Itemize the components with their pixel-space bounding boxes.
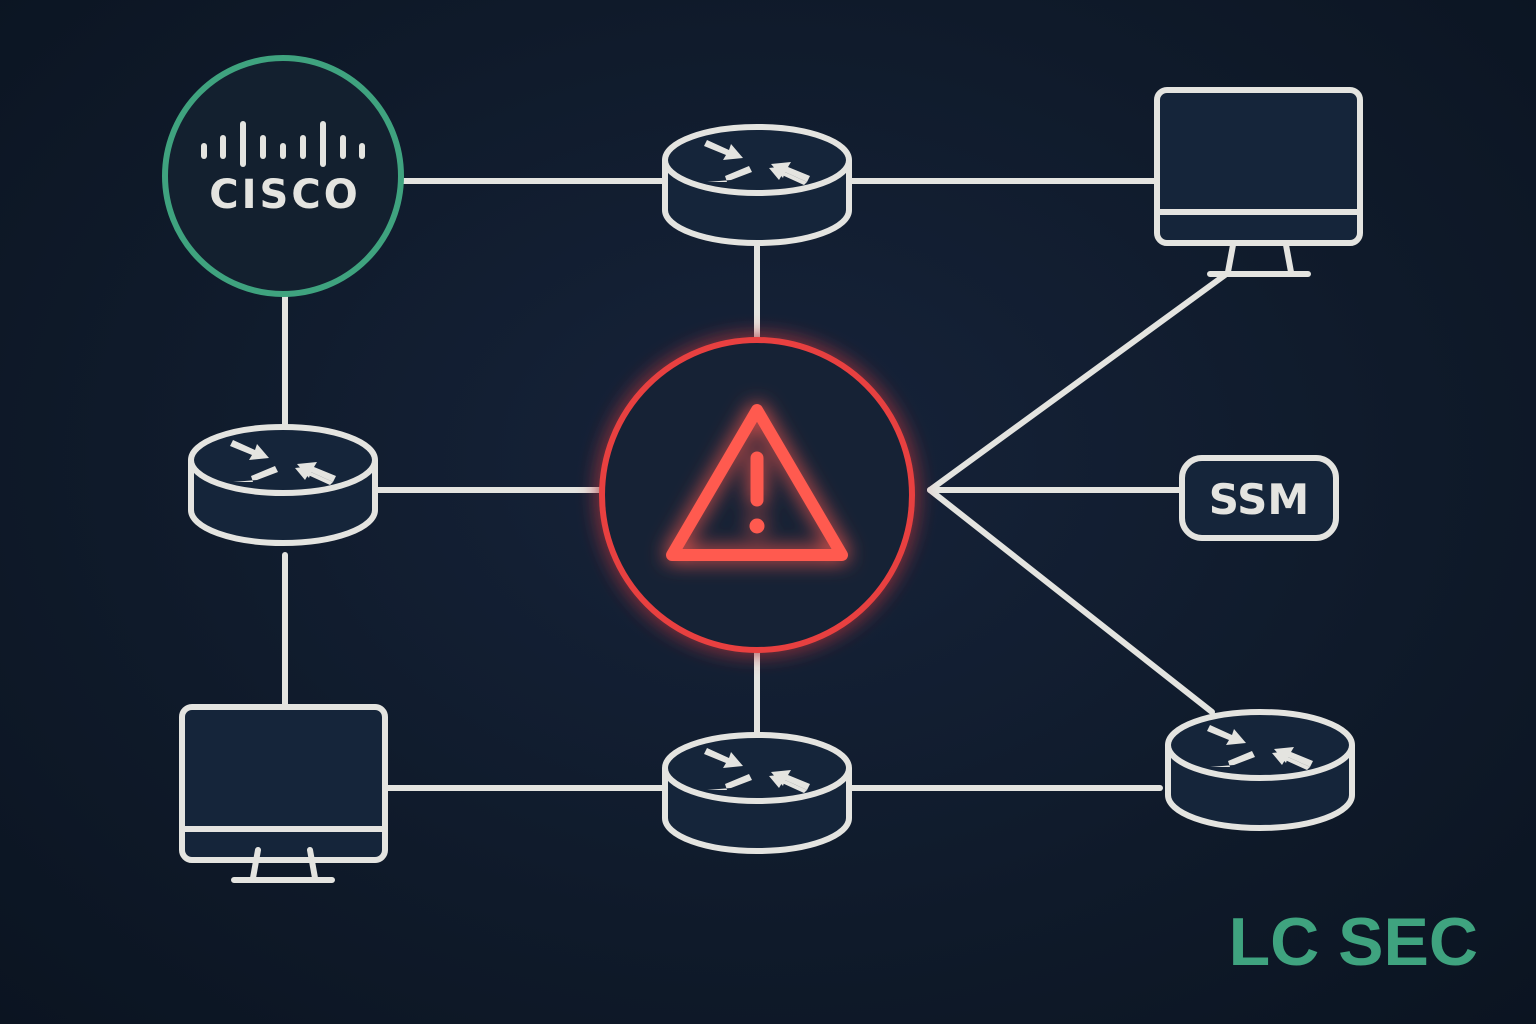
router-right[interactable] — [1168, 712, 1352, 828]
cisco-circle — [162, 55, 404, 297]
cisco-node[interactable]: CISCO — [162, 55, 404, 297]
monitor-top-right[interactable] — [1157, 90, 1360, 277]
router-left[interactable] — [191, 427, 375, 543]
warning-icon — [666, 404, 848, 561]
router-top[interactable] — [665, 127, 849, 243]
cisco-logo-text: CISCO — [209, 172, 360, 218]
link-alert-router-right — [927, 487, 1215, 715]
link-alert-monitor — [927, 272, 1228, 493]
monitor-bottom-left[interactable] — [182, 707, 385, 883]
router-bottom[interactable] — [665, 735, 849, 851]
connections — [282, 178, 1228, 791]
ssm-node[interactable]: SSM — [1179, 455, 1339, 541]
ssm-label: SSM — [1209, 475, 1309, 524]
alert-node[interactable] — [599, 337, 915, 653]
cisco-logo-bars — [201, 121, 365, 167]
watermark-logo: LC SEC — [1229, 904, 1478, 980]
